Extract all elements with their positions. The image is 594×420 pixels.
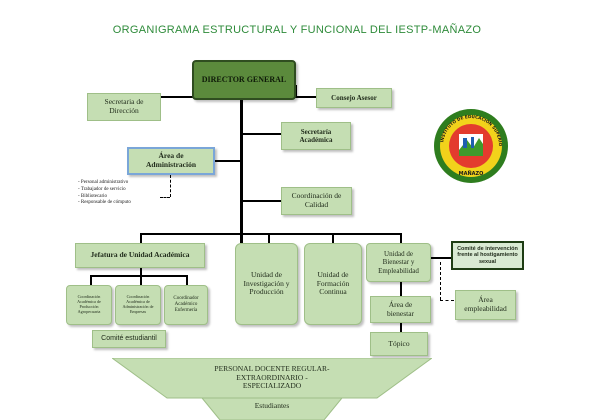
comite-estudiantil-box: Comité estudiantil	[92, 330, 166, 348]
drop-jefatura	[140, 233, 142, 243]
estudiantes-label: Estudiantes	[254, 400, 290, 410]
jef-drop-3	[186, 275, 188, 285]
topico-box: Tópico	[370, 332, 428, 356]
jefatura-sub-bus	[90, 275, 188, 277]
admin-dashed-v	[170, 175, 171, 197]
coord-administracion-box: Coordinación Académica de Administración…	[115, 285, 161, 325]
drop-bienestar	[400, 233, 402, 243]
branch-consejo	[295, 85, 297, 97]
coordinacion-calidad-box: Coordinación de Calidad	[281, 187, 352, 215]
consejo-asesor-box: Consejo Asesor	[316, 88, 392, 108]
empl-dashed-v	[440, 262, 441, 300]
logo-bottom-text: MAÑAZO	[459, 170, 484, 177]
area-bienestar-box: Área de bienestar	[370, 296, 431, 323]
personal-docente-label: PERSONAL DOCENTE REGULAR- EXTRAORDINARIO…	[214, 364, 330, 391]
secretaria-academica-box: Secretaría Académica	[281, 122, 351, 150]
unidad-formacion-box: Unidad de Formación Continua	[304, 243, 362, 325]
unidad-investigacion-box: Unidad de Investigación y Producción	[235, 243, 298, 325]
jefatura-unidad-box: Jefatura de Unidad Académica	[75, 243, 205, 268]
personal-docente-shape	[112, 358, 432, 420]
drop-formacion	[332, 233, 334, 243]
branch-secacad	[243, 133, 281, 135]
branch-admin	[215, 160, 240, 162]
coord-produccion-box: Coordinación Académica de Producción Agr…	[66, 285, 112, 325]
admin-staff-item: - Personal administrativo	[78, 180, 129, 185]
admin-staff-item: - Responsable de cómputo	[78, 200, 131, 206]
area-empleabilidad-box: Área empleabilidad	[455, 290, 516, 320]
branch-calidad	[243, 200, 281, 202]
director-general-box: DIRECTOR GENERAL	[192, 60, 296, 100]
bien-topico-v	[400, 323, 402, 332]
gear-icon	[434, 109, 508, 183]
admin-staff-list: - Personal administrativo - Trabajador d…	[78, 180, 170, 207]
admin-staff-item: - Bibliotecario	[78, 193, 108, 199]
area-administracion-box: Área de Administración	[127, 147, 215, 175]
bien-comite-h	[431, 257, 451, 259]
admin-dashed-h	[160, 197, 170, 198]
chart-title: ORGANIGRAMA ESTRUCTURAL Y FUNCIONAL DEL …	[112, 24, 482, 36]
bien-line-v	[400, 282, 402, 296]
bus-line	[140, 233, 402, 235]
drop-investigacion	[268, 233, 270, 243]
empl-dashed-h	[440, 300, 454, 301]
coordinador-enfermeria-box: Coordinador Académico Enfermería	[164, 285, 208, 325]
institute-logo: INSTITUTO DE EDUCACIÓN SUPERIOR TECNOLÓG…	[433, 108, 508, 183]
unidad-bienestar-box: Unidad de Bienestar y Empleabilidad	[366, 243, 431, 282]
jefatura-sub-v	[140, 268, 142, 277]
jef-drop-2	[140, 275, 142, 285]
comite-intervencion-box: Comité de intervención frente al hostiga…	[451, 241, 524, 270]
admin-staff-item: - Trabajador de servicio	[78, 186, 126, 192]
branch-consejo-h	[295, 96, 317, 98]
jef-drop-1	[90, 275, 92, 285]
secretaria-direccion-box: Secretaria de Dirección	[87, 93, 161, 121]
spine-line	[240, 100, 243, 243]
